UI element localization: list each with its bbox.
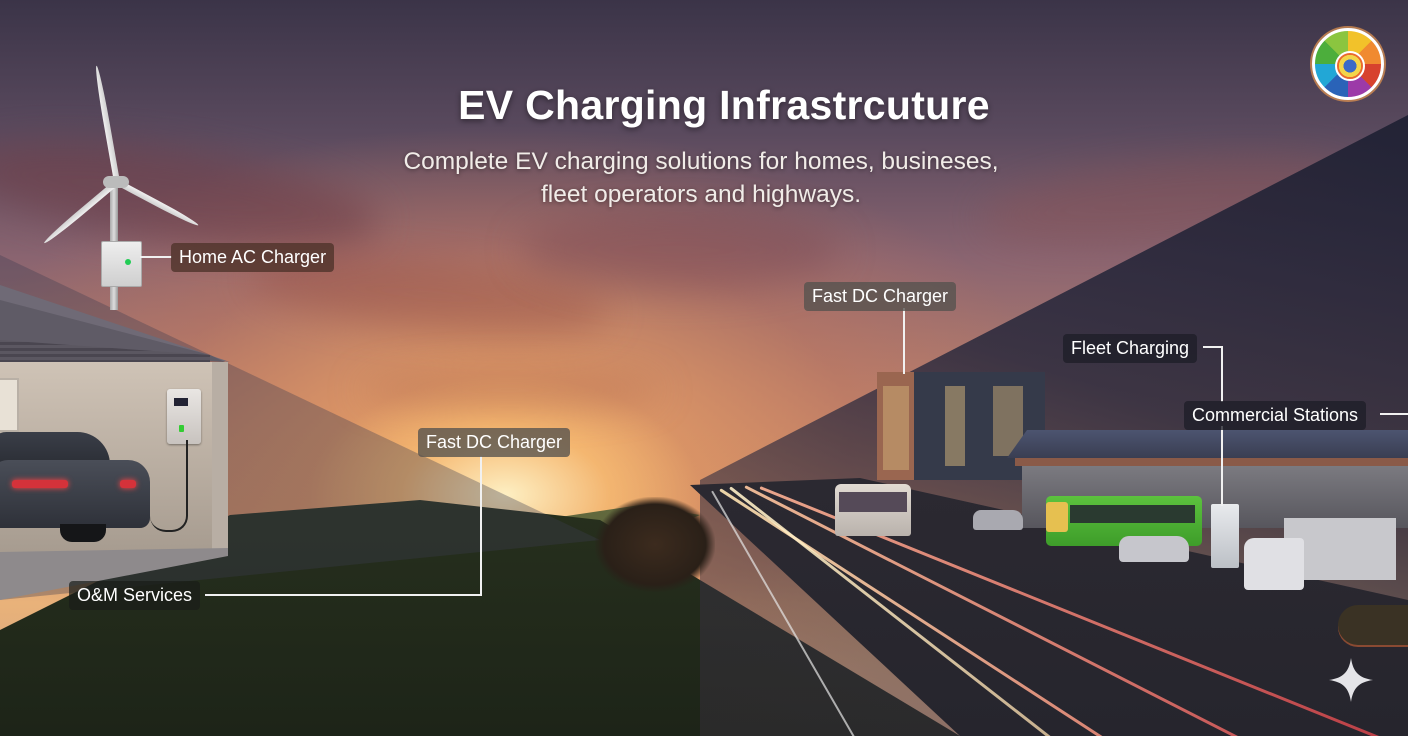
- callout-home-ac-charger: Home AC Charger: [171, 243, 335, 272]
- connector-line: [903, 308, 905, 374]
- garage-window: [0, 378, 19, 432]
- connector-line: [1203, 346, 1222, 348]
- page-title: EV Charging Infrastrcuture: [458, 82, 990, 128]
- hedge: [1338, 605, 1408, 645]
- callout-fast-dc-charger-top: Fast DC Charger: [804, 282, 957, 311]
- home-ac-charger-box: [101, 241, 142, 287]
- charging-cable: [150, 440, 188, 532]
- callout-commercial-stations: Commercial Stations: [1184, 401, 1367, 430]
- parked-car: [973, 510, 1023, 530]
- electric-car: [0, 432, 155, 544]
- turbine-hub: [103, 176, 129, 188]
- canopy-beam: [1015, 458, 1408, 466]
- wall-charger: [167, 389, 201, 444]
- parked-car: [1119, 536, 1189, 562]
- page-subtitle: Complete EV charging solutions for homes…: [0, 145, 1402, 211]
- cloud: [520, 210, 840, 290]
- charging-station-canopy: [1007, 430, 1408, 458]
- cloud: [360, 370, 660, 410]
- dc-charger-post: [1211, 504, 1239, 568]
- garage-side-wall: [212, 362, 228, 552]
- brand-logo-icon: [1312, 28, 1384, 100]
- roadside-trees: [595, 497, 715, 592]
- subtitle-line-1: Complete EV charging solutions for homes…: [403, 148, 999, 175]
- four-point-sparkle-icon: [1329, 658, 1373, 702]
- delivery-van: [1244, 518, 1396, 596]
- connector-line: [1221, 426, 1223, 506]
- white-bus: [835, 484, 911, 536]
- connector-line: [1380, 413, 1408, 415]
- connector-line: [480, 456, 482, 596]
- connector-line: [205, 594, 482, 596]
- callout-fast-dc-charger-bottom: Fast DC Charger: [418, 428, 571, 457]
- connector-line: [1221, 346, 1223, 402]
- subtitle-line-2: fleet operators and highways.: [540, 181, 862, 208]
- connector-line: [140, 256, 172, 258]
- callout-fleet-charging: Fleet Charging: [1063, 334, 1198, 363]
- callout-om-services: O&M Services: [69, 581, 201, 610]
